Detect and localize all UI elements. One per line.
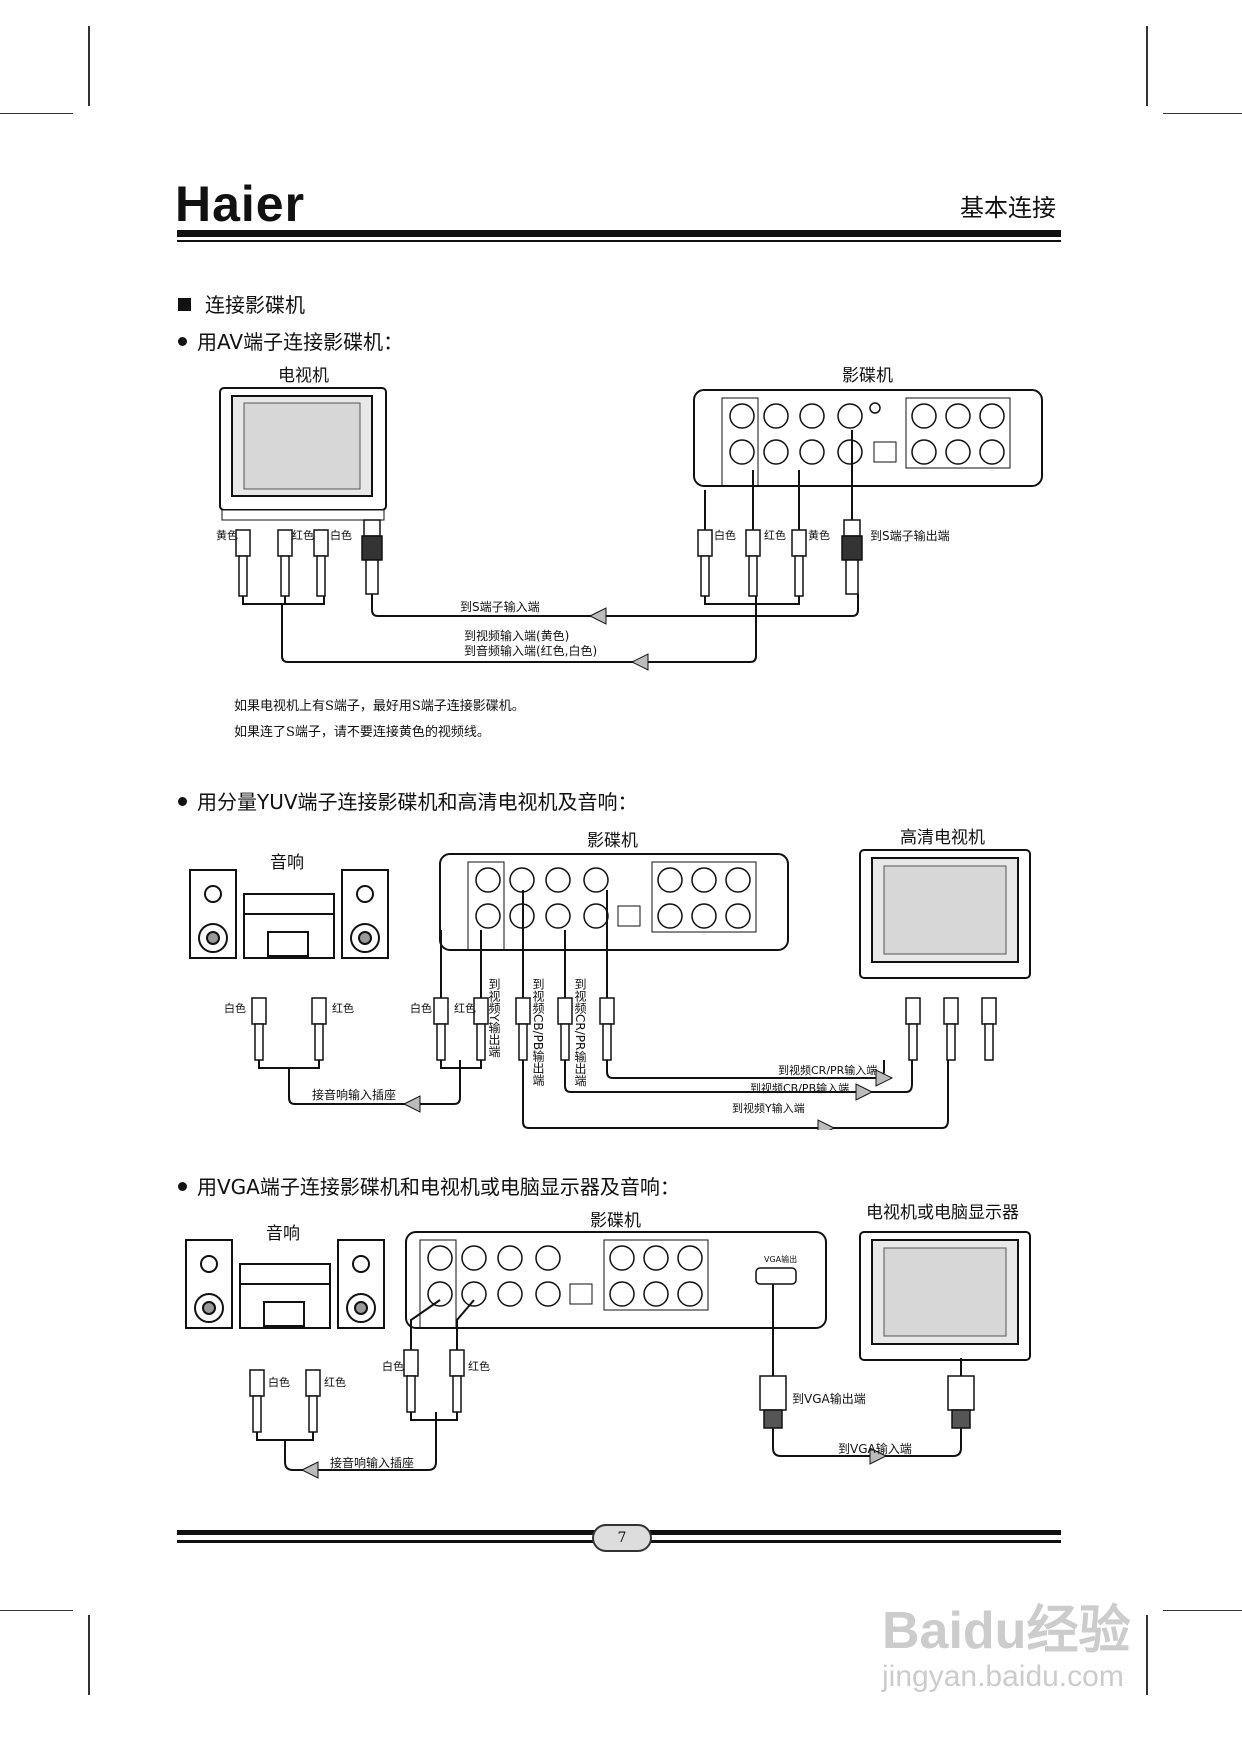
crop-mark <box>1146 26 1148 106</box>
page-number: 7 <box>592 1524 652 1552</box>
bullet-icon <box>178 797 187 806</box>
tv-icon <box>219 387 387 521</box>
speaker-plug-label: 红色 <box>324 1376 346 1389</box>
player-back-panel-icon <box>439 853 789 951</box>
square-bullet-icon <box>178 298 191 311</box>
player-rca-plugs <box>697 519 863 597</box>
speaker-plug-label: 白色 <box>268 1376 290 1389</box>
speaker-label: 音响 <box>270 853 304 873</box>
vga-port-label: VGA输出 <box>764 1255 798 1264</box>
player-plug-label: 红色 <box>454 1002 476 1015</box>
note-line: 如果电视机上有S端子，最好用S端子连接影碟机。 <box>234 699 525 714</box>
vga-heading-text: 用VGA端子连接影碟机和电视机或电脑显示器及音响： <box>197 1175 680 1199</box>
s-in-label: 到S端子输入端 <box>460 600 540 614</box>
y-in-label: 到视频Y输入端 <box>732 1102 805 1115</box>
speaker-system-icon <box>185 1239 385 1329</box>
rca-plugs <box>249 1349 465 1433</box>
yuv-diagram <box>189 849 1031 1130</box>
crop-mark <box>1146 1615 1148 1695</box>
hdtv-label: 高清电视机 <box>900 828 985 848</box>
y-out-label: 到视频Y输出端 <box>487 978 501 1058</box>
av-cables <box>242 430 859 663</box>
player-label: 影碟机 <box>590 1211 641 1231</box>
player-plug-label: 红色 <box>764 529 786 542</box>
player-plug-label: 白色 <box>382 1360 404 1373</box>
player-label: 影碟机 <box>842 366 893 386</box>
av-heading-text: 用AV端子连接影碟机： <box>197 330 404 354</box>
page-title: 基本连接 <box>960 194 1056 222</box>
tv-plug-label: 白色 <box>330 529 352 542</box>
arrow-icon <box>855 1083 874 1101</box>
player-back-panel-icon <box>693 389 1043 487</box>
vga-out-label: 到VGA输出端 <box>792 1392 866 1406</box>
monitor-label: 电视机或电脑显示器 <box>866 1203 1019 1223</box>
arrow-icon <box>630 653 649 671</box>
player-plug-label: 黄色 <box>808 529 830 542</box>
brand-logo: Haier <box>175 176 306 232</box>
vga-cables <box>256 1284 962 1471</box>
cr-out-label: 到视频CR/PR输出端 <box>573 978 587 1087</box>
section-title-text: 连接影碟机 <box>205 293 305 317</box>
crop-mark <box>1163 1610 1242 1611</box>
rca-plugs <box>251 997 997 1061</box>
header-rule <box>177 230 1061 237</box>
speaker-in-label: 接音响输入插座 <box>312 1088 397 1102</box>
s-out-label: 到S端子输出端 <box>870 529 950 543</box>
player-back-panel-icon <box>405 1231 827 1329</box>
bullet-icon <box>178 337 187 346</box>
audio-in-label: 到音频输入端(红色,白色) <box>464 644 598 658</box>
speaker-system-icon <box>189 869 389 959</box>
crop-mark <box>88 26 90 106</box>
speaker-in-label: 接音响输入插座 <box>330 1456 415 1470</box>
speaker-plug-label: 白色 <box>224 1002 246 1015</box>
vga-in-label: 到VGA输入端 <box>838 1442 912 1456</box>
bullet-icon <box>178 1182 187 1191</box>
note-line: 如果连了S端子，请不要连接黄色的视频线。 <box>234 725 490 740</box>
yuv-cables <box>258 890 949 1129</box>
hdtv-icon <box>859 849 1031 979</box>
cr-in-label: 到视频CR/PR输入端 <box>778 1064 878 1077</box>
av-heading: 用AV端子连接影碟机： <box>178 326 403 355</box>
video-in-label: 到视频输入端(黄色) <box>464 629 570 643</box>
cb-in-label: 到视频CB/PB输入端 <box>750 1082 850 1095</box>
crop-mark <box>0 1610 73 1611</box>
arrow-icon <box>300 1461 319 1479</box>
watermark-brand: Baidu经验 <box>882 1602 1131 1660</box>
crop-mark <box>0 113 73 114</box>
player-plug-label: 红色 <box>468 1360 490 1373</box>
arrow-icon <box>869 1447 888 1465</box>
yuv-heading: 用分量YUV端子连接影碟机和高清电视机及音响： <box>178 786 638 815</box>
vga-heading: 用VGA端子连接影碟机和电视机或电脑显示器及音响： <box>178 1171 680 1200</box>
arrow-icon <box>402 1095 421 1113</box>
tv-rca-plugs <box>235 519 383 597</box>
vga-port-icon <box>755 1267 797 1285</box>
watermark-url: jingyan.baidu.com <box>882 1660 1124 1693</box>
tv-label: 电视机 <box>278 366 329 386</box>
av-diagram <box>219 387 1043 671</box>
monitor-icon <box>859 1231 1031 1361</box>
arrow-icon <box>817 1119 836 1130</box>
player-plug-label: 白色 <box>410 1002 432 1015</box>
vga-plug-icon <box>759 1375 975 1429</box>
yuv-heading-text: 用分量YUV端子连接影碟机和高清电视机及音响： <box>197 790 638 814</box>
speaker-label: 音响 <box>266 1224 300 1244</box>
crop-mark <box>1163 113 1242 114</box>
crop-mark <box>88 1615 90 1695</box>
vga-diagram <box>185 1231 1031 1479</box>
player-plug-label: 白色 <box>714 529 736 542</box>
arrow-icon <box>588 607 607 625</box>
tv-plug-label: 黄色 <box>216 529 238 542</box>
player-label: 影碟机 <box>587 831 638 851</box>
header-rule-thin <box>177 240 1061 242</box>
tv-plug-label: 红色 <box>292 529 314 542</box>
cb-out-label: 到视频CB/PB输出端 <box>531 978 545 1087</box>
arrow-icon <box>875 1069 894 1087</box>
speaker-plug-label: 红色 <box>332 1002 354 1015</box>
section-title: 连接影碟机 <box>178 289 305 318</box>
